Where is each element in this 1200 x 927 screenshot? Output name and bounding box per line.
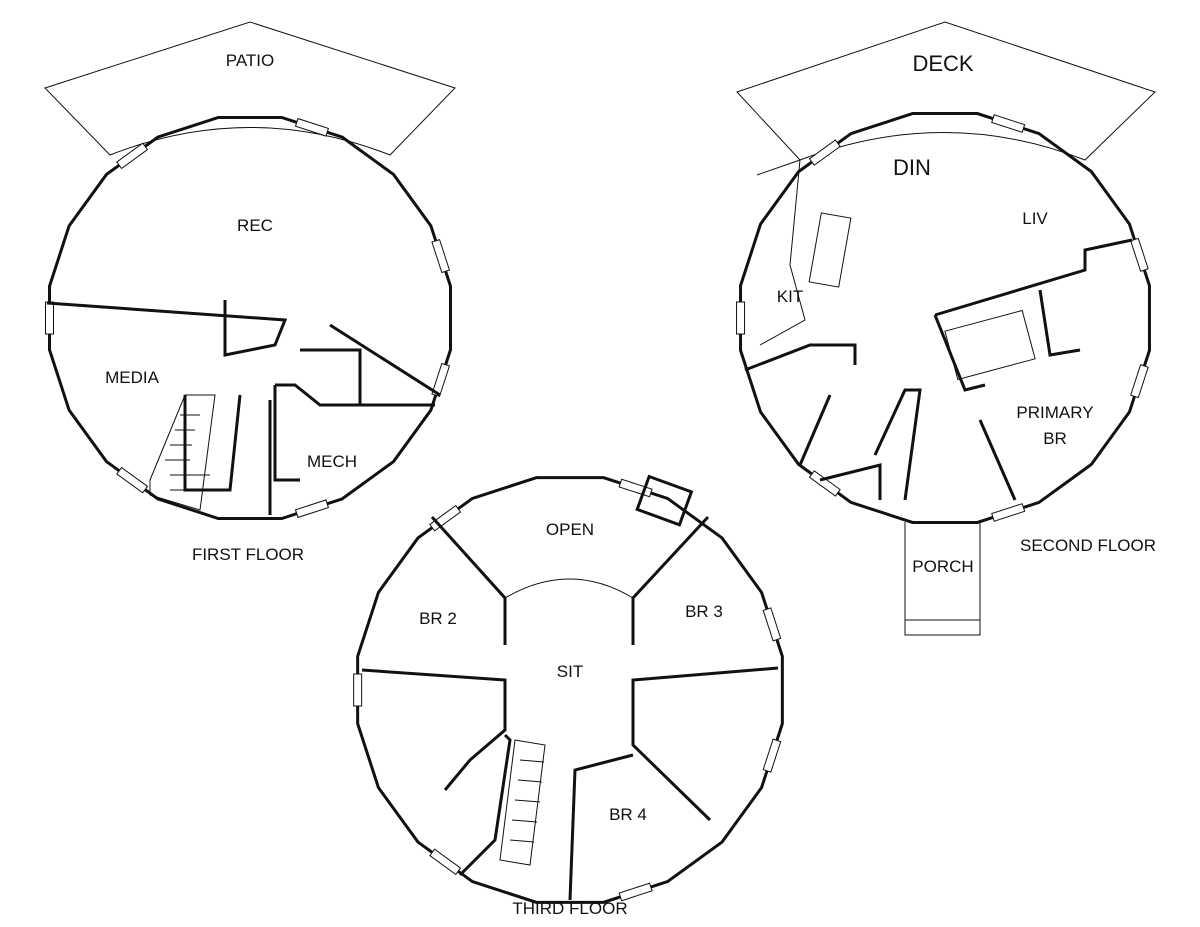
third-floor-walls [361,474,779,901]
window [431,238,451,274]
window [44,301,54,335]
room-label-br4: BR 4 [609,805,647,824]
room-label-liv: LIV [1022,209,1048,228]
first-floor-stairs [149,394,216,511]
porch-outline [904,522,981,636]
floor-title-first: FIRST FLOOR [192,545,304,564]
window [808,139,841,166]
room-label-patio: PATIO [226,51,275,70]
window [353,673,363,707]
window [618,882,653,902]
room-label-kit: KIT [777,287,803,306]
room-label-sit: SIT [557,662,583,681]
room-label-mech: MECH [307,452,357,471]
room-label-primary-br: BR [1043,429,1067,448]
floor-title-third: THIRD FLOOR [512,899,627,918]
window [116,142,149,170]
room-label-deck: DECK [912,51,973,76]
second-floor-walls [744,238,1133,501]
window [991,114,1026,133]
room-label-open: OPEN [546,520,594,539]
floor-title-second: SECOND FLOOR [1020,536,1156,555]
third-floor-sit-ceiling [499,578,634,866]
window [429,848,462,876]
room-label-media: MEDIA [105,368,160,387]
room-label-br3: BR 3 [685,602,723,621]
window [431,362,451,398]
room-label-primary: PRIMARY [1016,403,1093,422]
exterior-wall [356,476,784,904]
window [1130,364,1149,399]
room-label-porch: PORCH [912,557,973,576]
first-floor-walls [46,300,441,515]
window [1130,237,1149,272]
first-floor-plan [44,115,453,521]
second-floor-plan [736,112,1151,524]
second-floor-kitchen-island [756,159,1036,381]
window [116,466,149,494]
window [991,503,1026,522]
room-label-din: DIN [893,155,931,180]
window [808,470,841,497]
room-label-rec: REC [237,216,273,235]
patio-outline [44,21,456,156]
third-floor-plan [353,476,784,904]
window [762,738,782,773]
window [294,117,330,137]
window [294,499,330,519]
deck-outline [736,21,1156,161]
window [736,301,746,335]
room-label-br2: BR 2 [419,609,457,628]
window [762,607,782,642]
